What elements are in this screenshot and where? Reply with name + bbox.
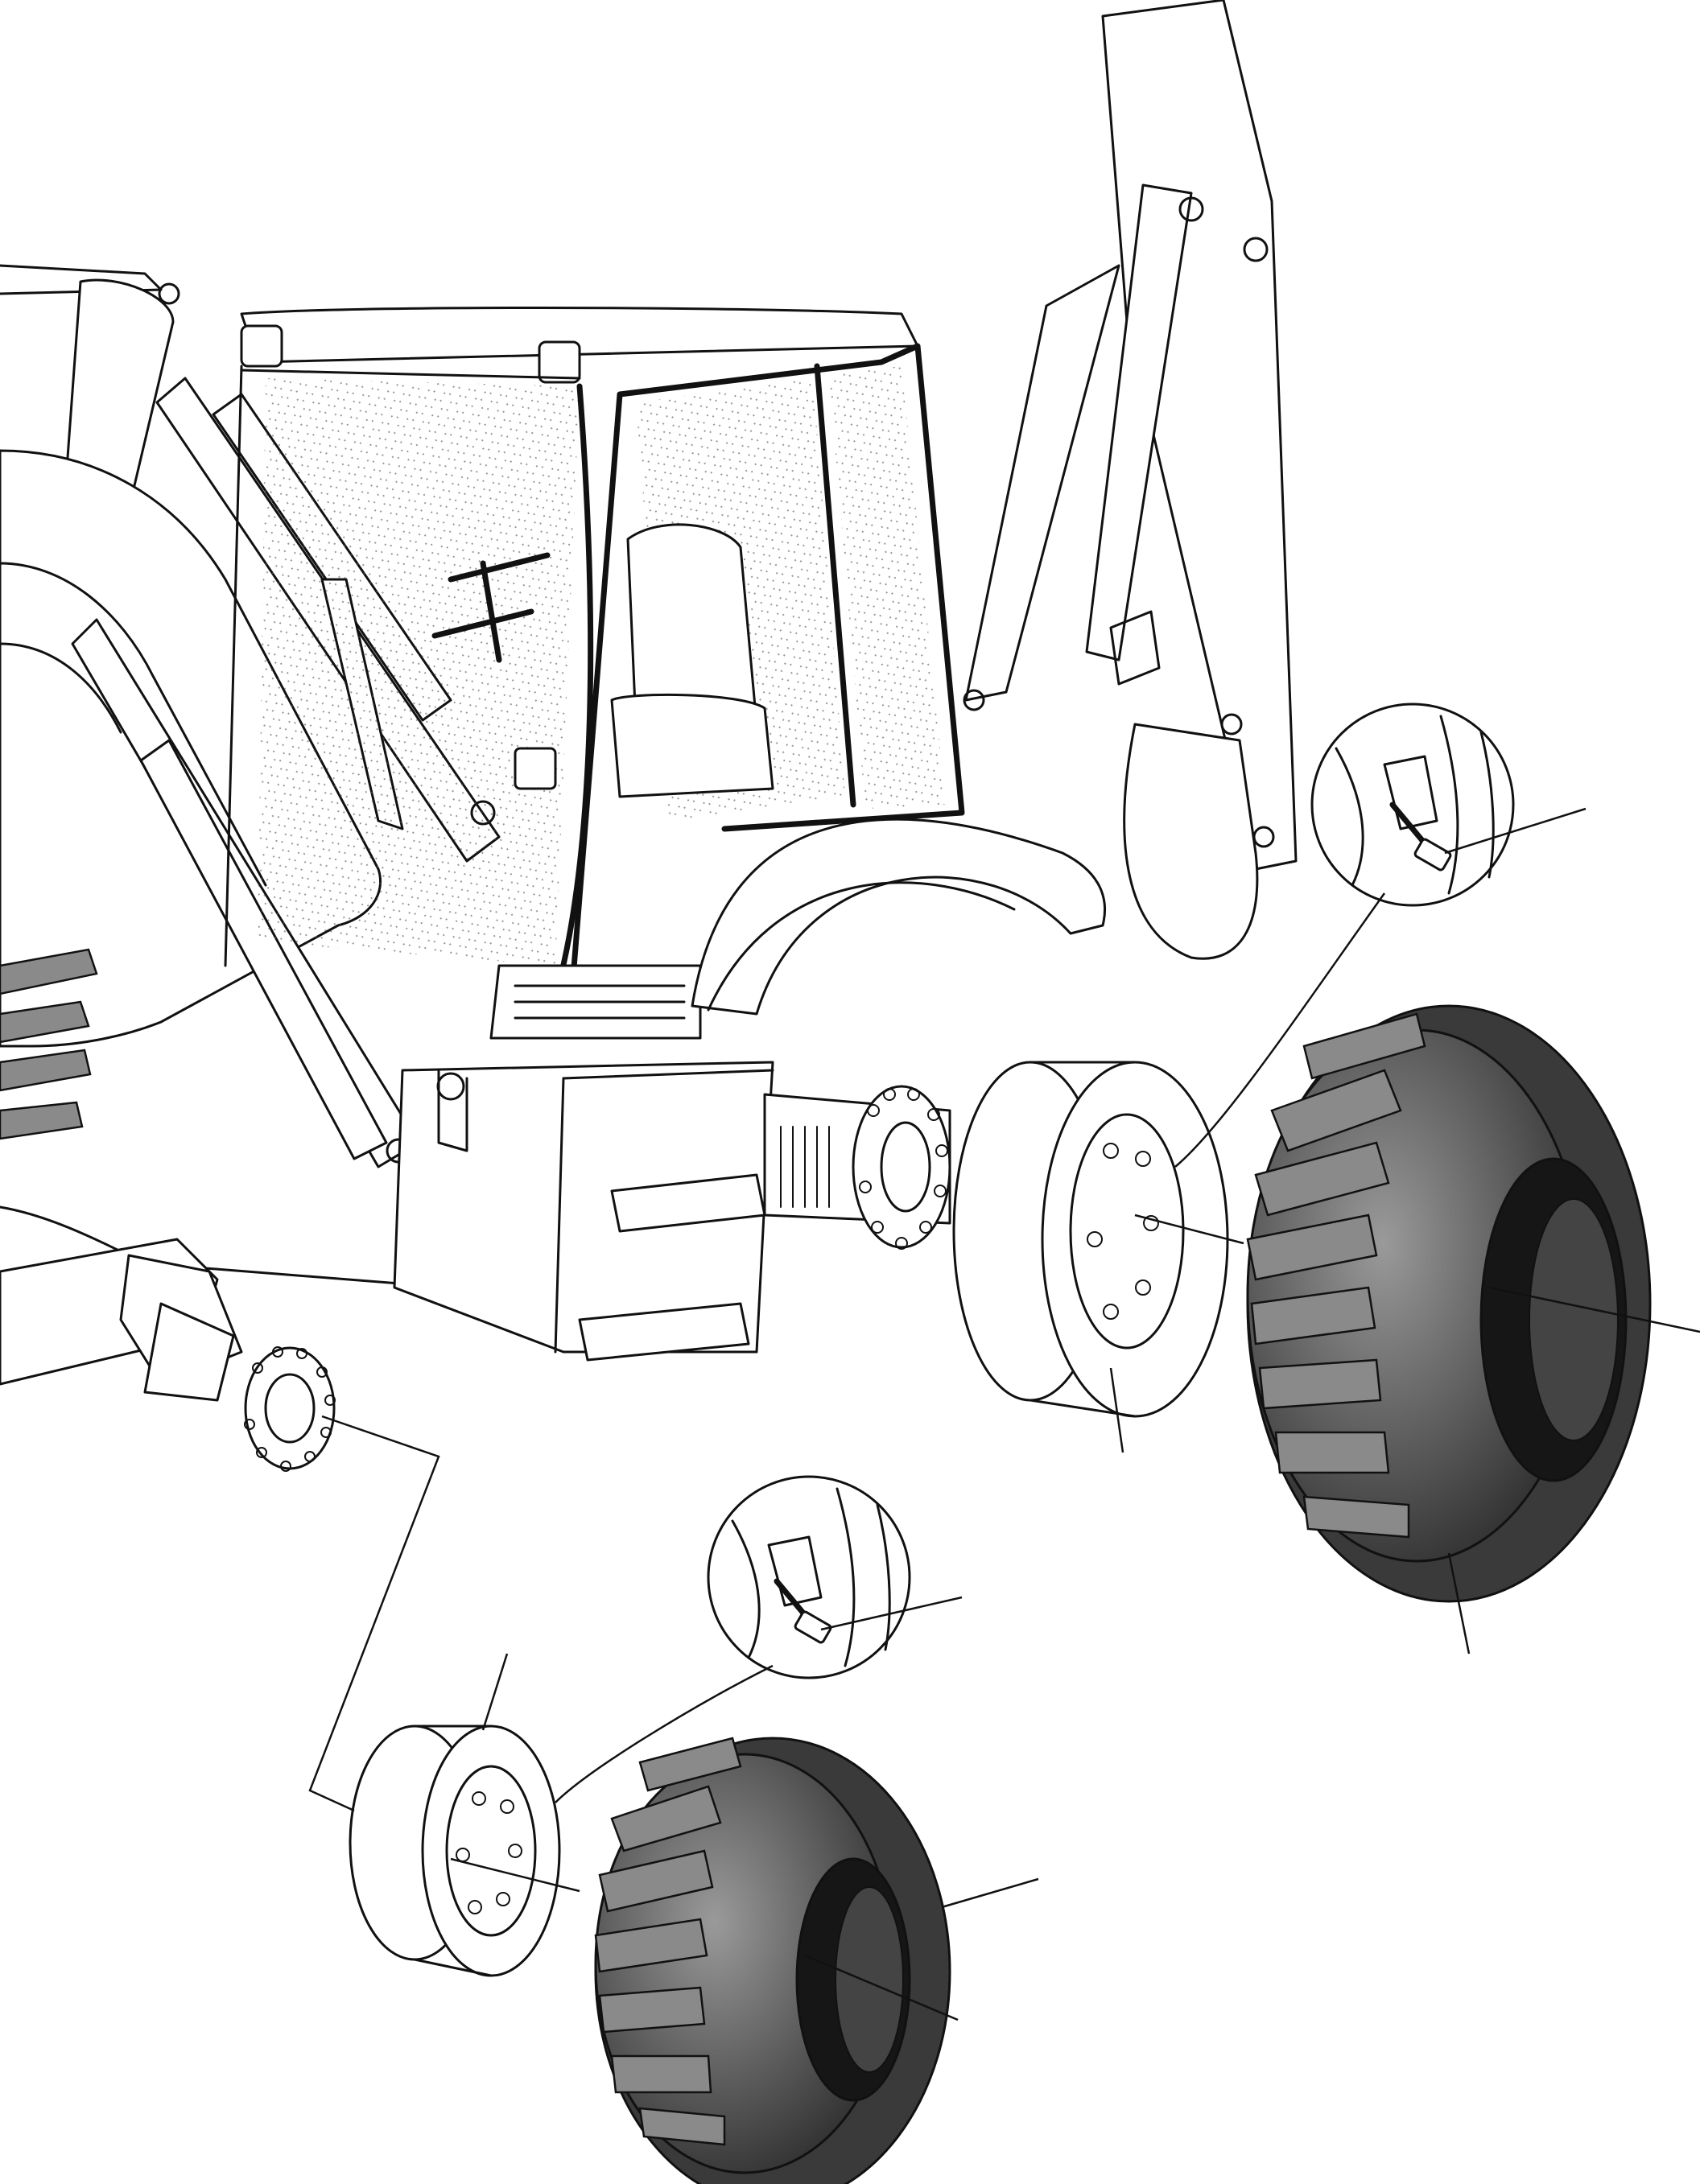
leader-rear-tire-bore	[1488, 1286, 1700, 1333]
leader-rear-rim	[1134, 1214, 1244, 1245]
front-tire-lugs	[594, 1737, 742, 2146]
rear-tire	[1246, 1004, 1652, 1603]
front-axle	[0, 1238, 243, 1402]
tire-fragment-left	[0, 948, 98, 1140]
front-tire	[594, 1737, 951, 2184]
rear-valve-detail	[1310, 703, 1515, 907]
cab	[224, 307, 965, 1040]
front-rim	[349, 1725, 561, 1977]
front-valve-detail	[707, 1475, 911, 1679]
leader-front-valve-stem	[820, 1596, 963, 1631]
leader-rear-valve-to-rim	[1174, 892, 1386, 1168]
rear-fender	[691, 818, 1107, 1016]
rear-tire-lugs	[1246, 1012, 1426, 1539]
leader-front-wheel	[481, 1653, 509, 1731]
leader-front-tire	[804, 1954, 959, 2021]
rear-rim	[952, 1061, 1229, 1418]
rear-hub	[852, 1085, 951, 1250]
leader-front-hub	[308, 1415, 440, 1812]
front-hub	[244, 1346, 336, 1472]
leader-rear-wheel	[1109, 1367, 1124, 1453]
leader-front-rim	[450, 1857, 580, 1893]
leader-rear-valve-stem	[1444, 807, 1587, 855]
leader-front-tire-tread	[941, 1877, 1039, 1909]
backhoe-boom	[963, 0, 1298, 960]
leader-rear-tire	[1447, 1552, 1471, 1654]
leader-front-valve-to-rim	[555, 1664, 774, 1803]
callout-leaders	[308, 807, 1700, 2021]
